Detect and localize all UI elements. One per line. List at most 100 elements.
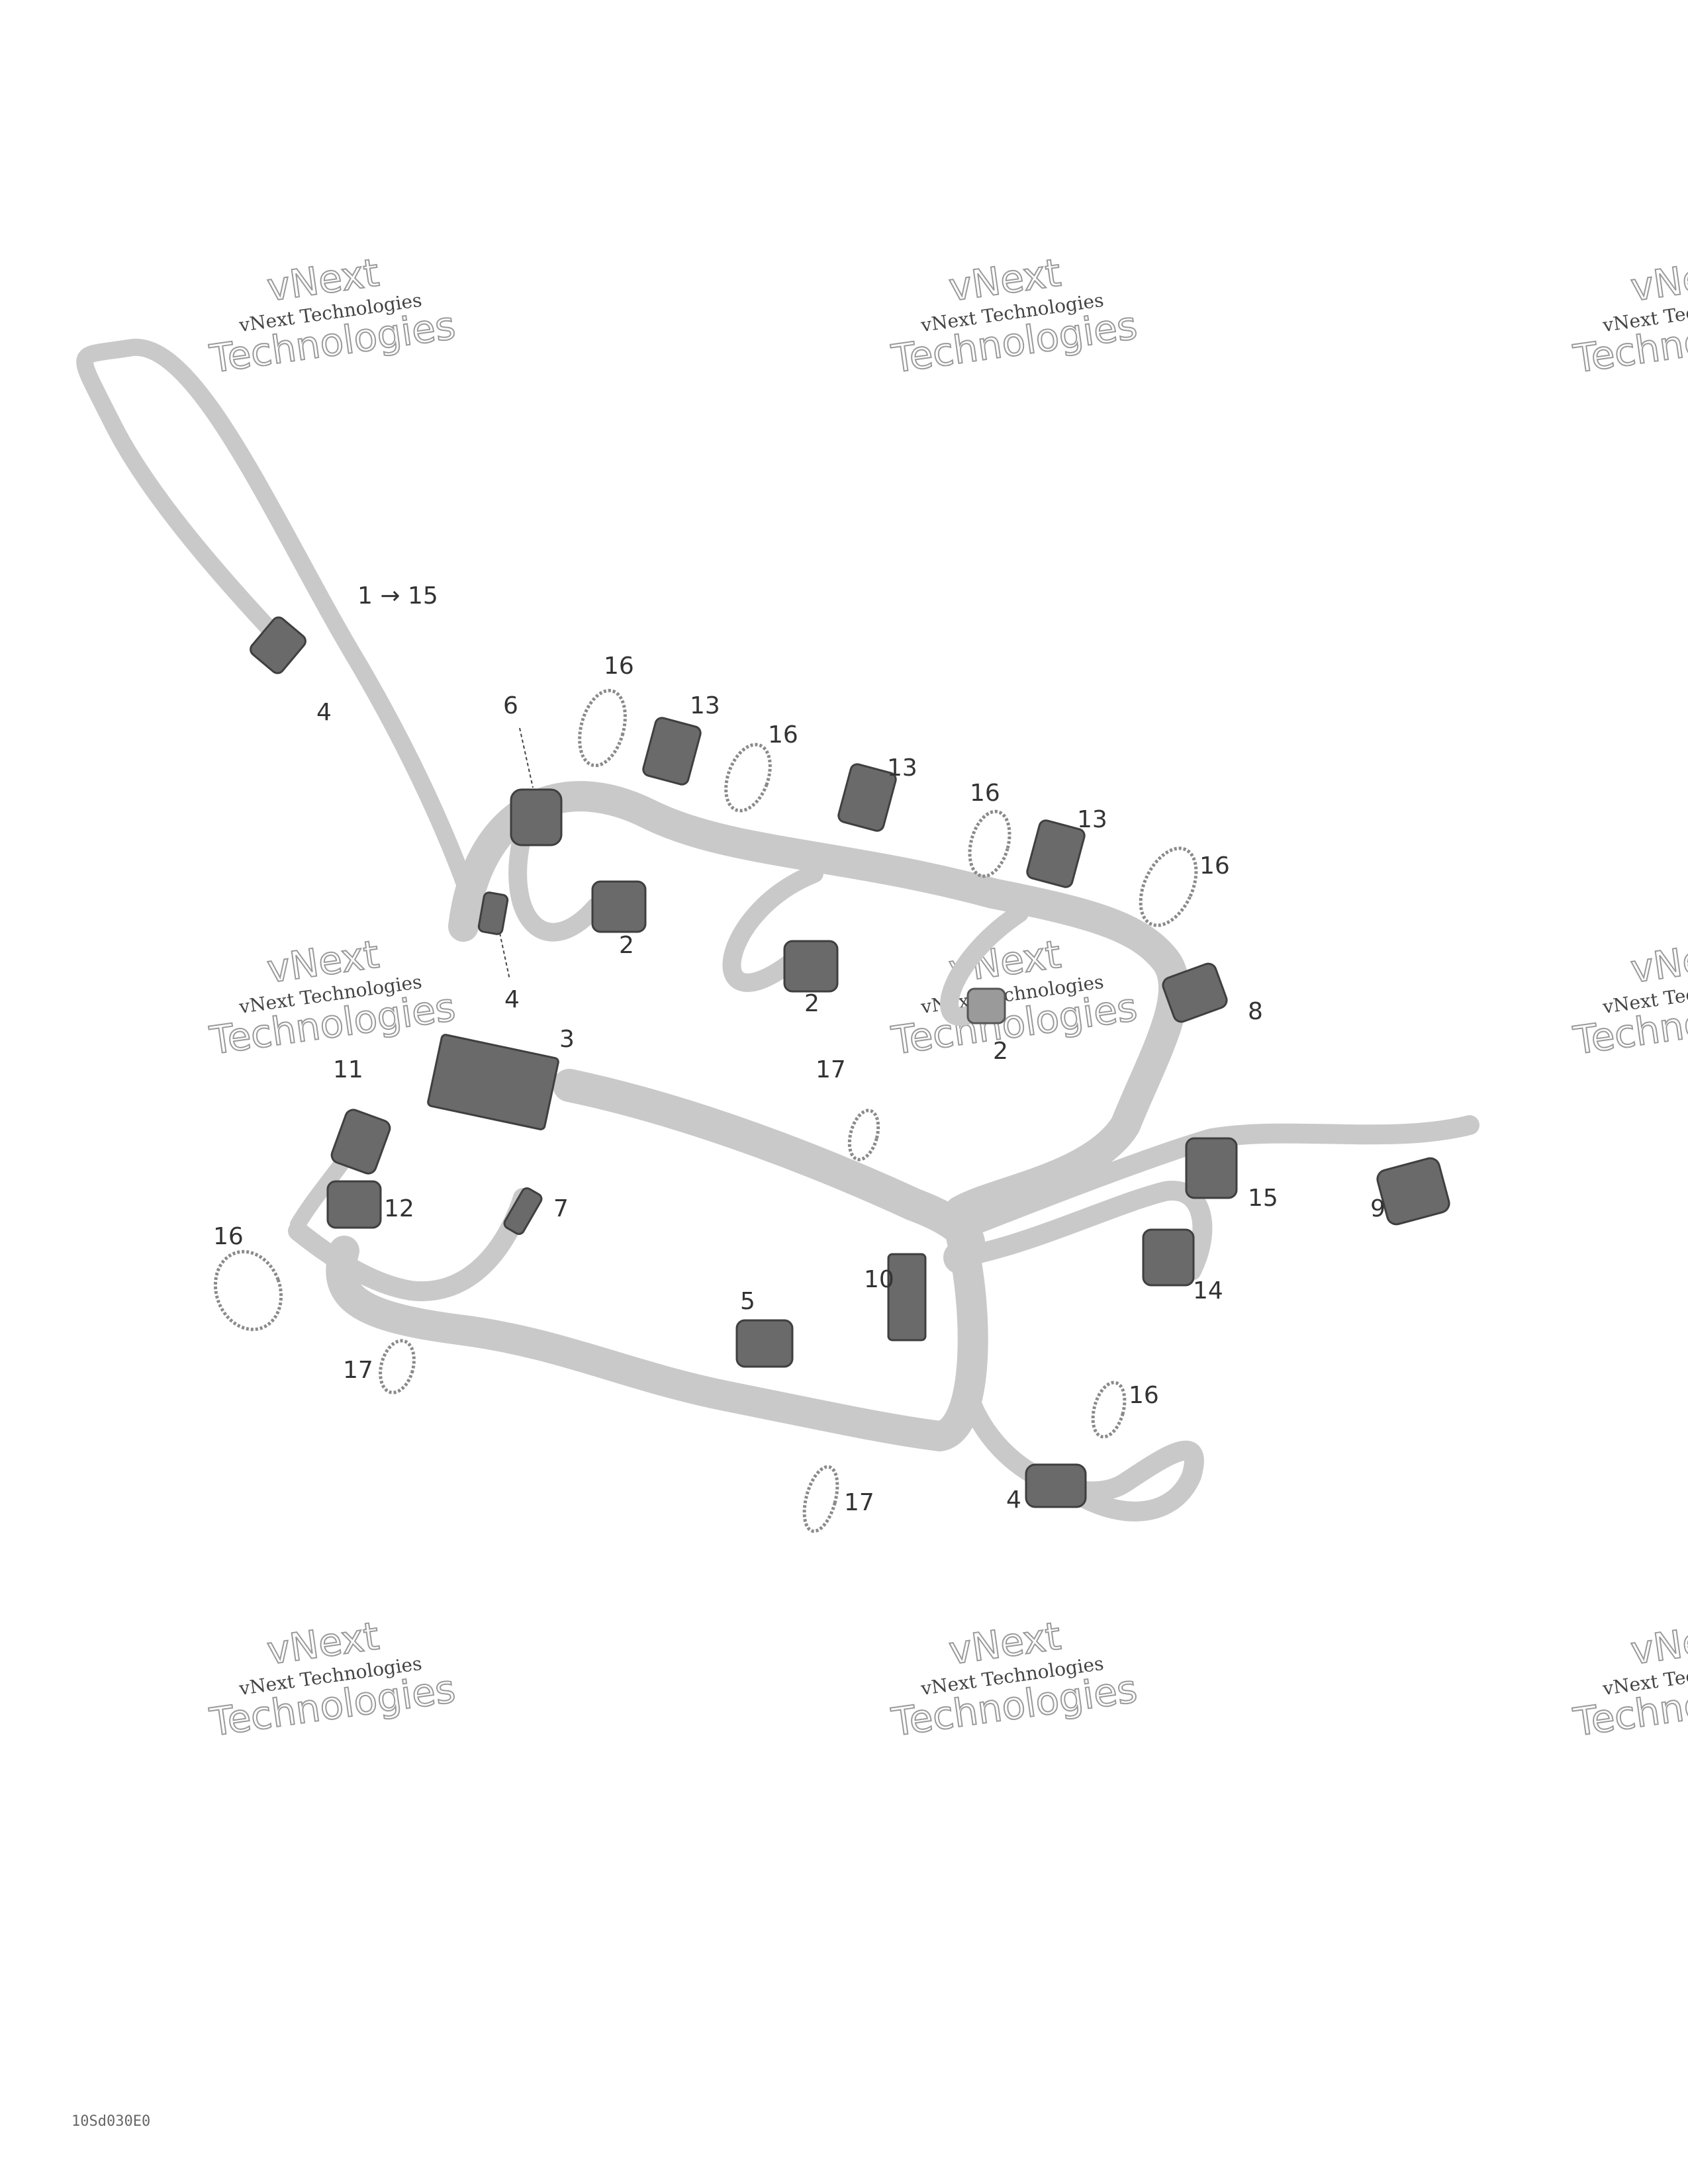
connector-8: [1162, 962, 1228, 1023]
callout-2: 2: [804, 990, 820, 1017]
callout-16: 16: [213, 1223, 244, 1250]
leader-lines: [499, 727, 534, 980]
harness-left-branch: [288, 1188, 533, 1302]
connector-15: [1185, 1137, 1238, 1199]
callout-14: 14: [1193, 1277, 1223, 1304]
watermark: vNext vNext Technologies Technologies: [207, 1613, 459, 1746]
callout-5: 5: [740, 1288, 755, 1315]
figure-code: 10Sd030E0: [71, 2113, 150, 2130]
connector-13b: [837, 763, 897, 832]
callout-9: 9: [1370, 1195, 1385, 1222]
connector-4-upper: [250, 616, 306, 674]
watermark: vNext vNext Technologies Technologies: [888, 250, 1141, 383]
callout-13: 13: [1077, 806, 1107, 833]
watermark: vNext vNext Technologies Technologies: [207, 250, 459, 383]
connector-13a: [642, 717, 702, 786]
connector-10: [887, 1253, 927, 1342]
watermark: vNext vNext Technologies Technologies: [1570, 931, 1688, 1064]
connector-5: [735, 1319, 794, 1368]
connector-body: [735, 1319, 794, 1368]
connector-body: [510, 788, 563, 846]
callout-4: 4: [1006, 1486, 1021, 1514]
connector-7: [503, 1187, 543, 1236]
clamp-16: [213, 1250, 283, 1332]
callout-16: 16: [1199, 852, 1230, 880]
connector-body: [503, 1187, 543, 1236]
connector-12: [326, 1180, 382, 1229]
connector-body: [783, 940, 839, 993]
connector-body: [1025, 1463, 1087, 1508]
watermark-big-top: vNext: [1628, 932, 1688, 992]
connector-2a: [591, 880, 647, 933]
leader-line-6: [519, 727, 534, 788]
harness-branch-2: [722, 864, 823, 992]
harness-lower-loop: [326, 1216, 988, 1451]
connector-body: [591, 880, 647, 933]
callout-8: 8: [1248, 998, 1263, 1025]
callout-7: 7: [553, 1195, 569, 1222]
connector-3: [427, 1034, 559, 1130]
callout-15: 15: [1248, 1185, 1278, 1212]
callout-12: 12: [384, 1195, 414, 1222]
callout-4: 4: [316, 699, 332, 726]
harness-branch-3: [940, 904, 1029, 1026]
connector-body: [1142, 1228, 1195, 1287]
connector-body: [326, 1180, 382, 1229]
callout-17: 17: [816, 1056, 846, 1083]
callout-2: 2: [993, 1038, 1008, 1065]
leader-line-4: [499, 933, 510, 980]
connector-body: [250, 616, 306, 674]
callout-13: 13: [690, 692, 720, 719]
callout-4: 4: [504, 986, 520, 1013]
connector-body: [887, 1253, 927, 1342]
connector-body: [330, 1109, 391, 1175]
callout-16: 16: [768, 721, 798, 749]
watermark: vNext vNext Technologies Technologies: [1570, 250, 1688, 383]
clamp-16: [724, 743, 772, 813]
watermark: vNext vNext Technologies Technologies: [888, 931, 1141, 1064]
connectors: [250, 616, 1450, 1508]
connector-13c: [1026, 819, 1086, 888]
clamp-17: [802, 1465, 839, 1533]
callout-16: 16: [970, 780, 1000, 807]
connector-body: [642, 717, 702, 786]
harness-main-trunk-top: [448, 781, 1190, 1226]
watermark: vNext vNext Technologies Technologies: [888, 1613, 1141, 1746]
callout-17: 17: [844, 1489, 874, 1516]
connector-9: [1376, 1157, 1450, 1226]
callout-11: 11: [333, 1056, 363, 1083]
connector-body: [1376, 1157, 1450, 1226]
connector-body: [477, 891, 509, 935]
clamp-16: [1091, 1381, 1127, 1439]
clamps: [213, 688, 1198, 1533]
callout-13: 13: [887, 754, 917, 782]
callout-16: 16: [1129, 1382, 1159, 1409]
connector-6: [510, 788, 563, 846]
connector-body: [966, 987, 1006, 1024]
connector-4-bottom: [1025, 1463, 1087, 1508]
connector-2c: [966, 987, 1006, 1024]
callout-1-15: 1 → 15: [357, 582, 438, 610]
connector-body: [1162, 962, 1228, 1023]
callout-3: 3: [559, 1026, 575, 1053]
connector-body: [1026, 819, 1086, 888]
connector-body: [427, 1034, 559, 1130]
connector-body: [837, 763, 897, 832]
watermark-big-top: vNext: [1628, 250, 1688, 310]
clamp-16: [578, 688, 627, 768]
harness-lower-branch: [950, 1181, 1213, 1281]
watermark: vNext vNext Technologies Technologies: [1570, 1613, 1688, 1746]
connector-2b: [783, 940, 839, 993]
connector-14: [1142, 1228, 1195, 1287]
connector-body: [1185, 1137, 1238, 1199]
watermark-big-top: vNext: [1628, 1614, 1688, 1674]
clamp-16: [1139, 846, 1198, 927]
connector-4-mid: [477, 891, 509, 935]
watermark: vNext vNext Technologies Technologies: [207, 931, 459, 1064]
callout-6: 6: [503, 692, 518, 719]
callout-2: 2: [619, 932, 634, 959]
connector-11: [330, 1109, 391, 1175]
clamp-16: [968, 809, 1011, 878]
callout-labels: 1 → 15 4 16 13 6 16 13 16 13 16 2 2 2 4 …: [213, 582, 1385, 1516]
